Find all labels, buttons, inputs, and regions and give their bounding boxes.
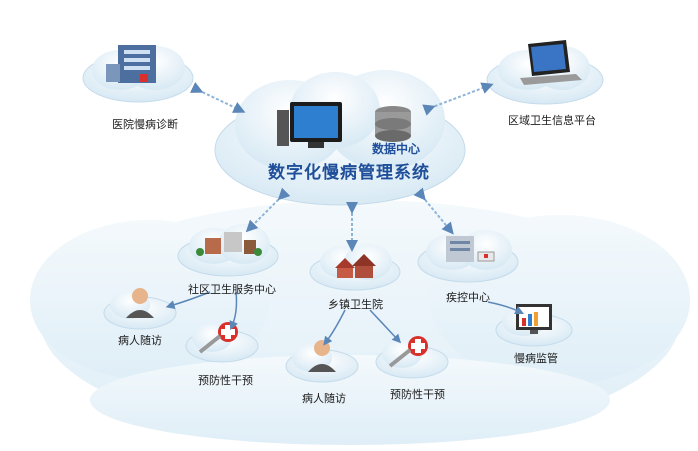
database-icon	[375, 106, 411, 142]
patient-icon	[126, 288, 154, 318]
followup-mid-label: 病人随访	[302, 392, 346, 405]
prevention-left-label: 预防性干预	[198, 374, 253, 387]
laptop-icon	[520, 40, 582, 85]
township-hospital-label: 乡镇卫生院	[328, 298, 383, 311]
monitor-label: 慢病监管	[514, 352, 558, 365]
child-arrows	[165, 291, 525, 346]
connector-arrows	[190, 82, 494, 252]
cdc-label: 疾控中心	[446, 291, 490, 304]
hospital-label: 医院慢病诊断	[112, 118, 178, 131]
cdc-building-icon	[446, 236, 495, 262]
computer-icon	[277, 102, 342, 148]
medical-cross-icon-2	[388, 336, 428, 368]
community-buildings-icon	[196, 232, 262, 256]
township-houses-icon	[335, 254, 376, 278]
community-center-label: 社区卫生服务中心	[188, 283, 276, 296]
monitor-chart-icon	[516, 304, 552, 334]
regional-platform-label: 区域卫生信息平台	[508, 114, 596, 127]
data-center-label: 数据中心	[372, 142, 421, 156]
hospital-icon	[106, 45, 156, 83]
system-title: 数字化慢病管理系统	[268, 163, 430, 183]
prevention-mid-label: 预防性干预	[390, 388, 445, 401]
followup-left-label: 病人随访	[118, 334, 162, 347]
